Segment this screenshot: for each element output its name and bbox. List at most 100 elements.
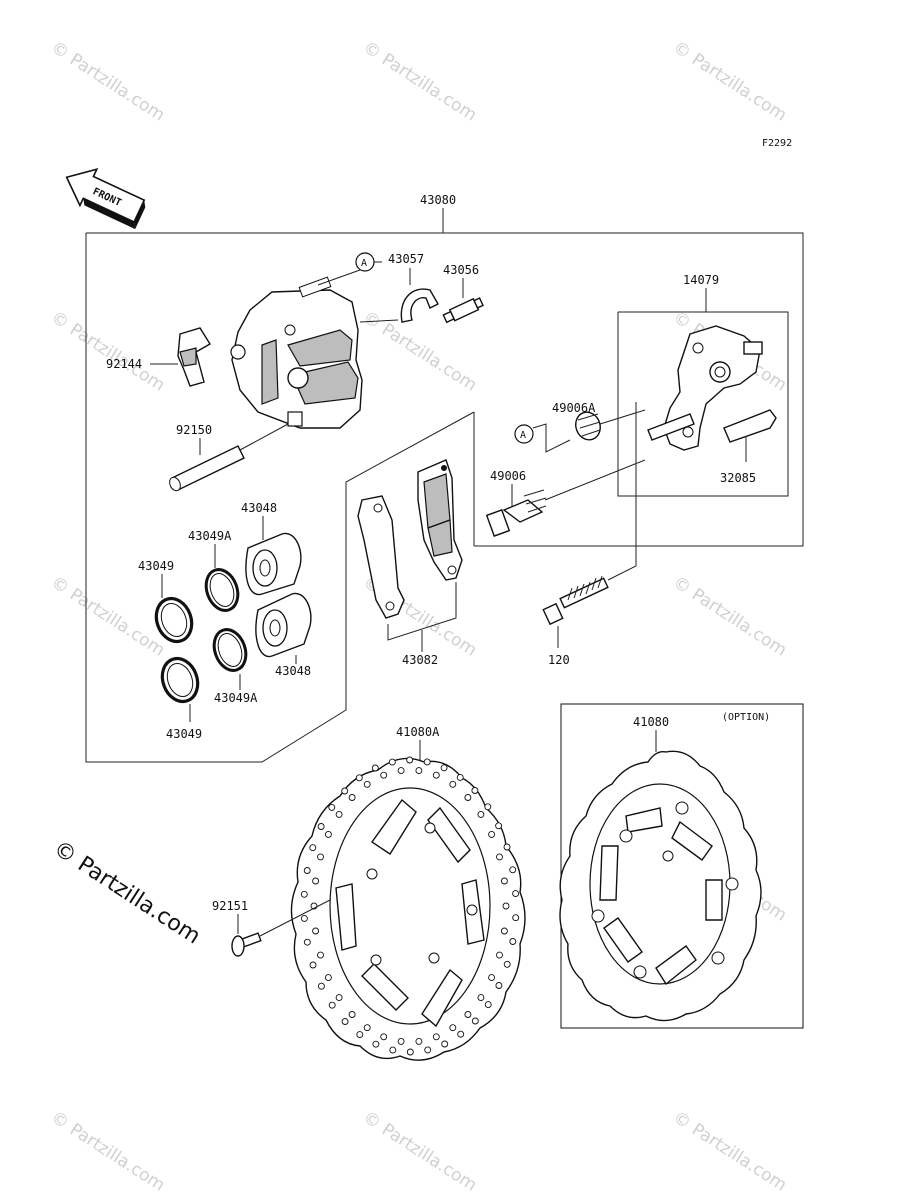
watermark: © Partzilla.com [47,37,168,125]
drill-hole [512,914,520,922]
drill-hole [303,867,311,874]
drill-hole [502,902,510,910]
drill-hole [440,764,448,772]
callout-43049-bottom: 43049 [166,727,202,741]
drill-hole [388,758,396,766]
watermark: © Partzilla.com [669,1107,790,1195]
disc-drill-holes [300,756,520,1056]
caliper-assembly-frame: 43080 [85,193,804,763]
pin-92150 [169,423,289,492]
drill-hole [324,974,332,982]
drill-hole [477,994,485,1002]
drill-hole [380,771,388,779]
drill-hole [363,1024,371,1032]
callout-14079: 14079 [683,273,719,287]
option-label: (OPTION) [722,712,770,723]
drill-hole [432,771,440,779]
watermark: © Partzilla.com [669,572,790,660]
brake-disc-41080a [290,757,526,1061]
pad-spring-92144 [177,327,211,387]
diagram-code: F2292 [762,138,792,149]
callout-49006a: 49006A [552,401,596,415]
watermark: © Partzilla.com [669,37,790,125]
callout-41080: 41080 [633,715,669,729]
drill-hole [335,994,343,1002]
drill-hole [500,927,508,935]
callout-43049a-bottom: 43049A [214,691,258,705]
drill-hole [341,1018,349,1025]
drill-hole [449,1024,457,1032]
callout-43056: 43056 [443,263,479,277]
callout-32085: 32085 [720,471,756,485]
drill-hole [312,877,320,885]
drill-hole [488,830,496,838]
drill-hole [363,780,371,788]
drill-hole [464,1011,472,1018]
callout-43048-top: 43048 [241,501,277,515]
watermark: © Partzilla.com [47,1107,168,1195]
drill-hole [471,1017,479,1025]
callout-43048-bottom: 43048 [275,664,311,678]
drill-hole [496,951,503,959]
piston-43048-bottom [255,592,312,658]
drill-hole [484,1001,492,1009]
drill-hole [328,803,336,811]
drill-hole [464,794,472,801]
drill-hole [317,951,324,959]
bolt-120 [542,402,637,648]
drill-hole [471,787,479,794]
callout-43049-top: 43049 [138,559,174,573]
drill-hole [397,1037,405,1045]
callout-92151: 92151 [212,899,248,913]
drill-hole [335,810,343,818]
boot-49006 [485,459,646,537]
drill-hole [300,890,308,898]
screw-92151 [231,899,331,957]
seal-43049a-top [204,568,240,612]
drill-hole [348,1011,356,1018]
drill-hole [441,1040,449,1048]
brake-pad-set-43082 [357,459,463,652]
drill-hole [495,822,503,830]
drill-hole [317,853,324,861]
watermark: © Partzilla.com [47,307,168,395]
boot-49006a [575,409,646,441]
drill-hole [348,794,356,801]
option-frame: (OPTION) 41080 [560,703,804,1029]
drill-hole [380,1033,388,1041]
drill-hole [303,938,311,946]
drill-hole [312,927,320,935]
reference-a-marker: A [514,423,571,453]
drill-hole [317,982,325,990]
drill-hole [309,844,317,852]
clip-43057 [359,288,439,323]
seal-43049-top [154,596,194,644]
piston-43048-top [245,532,302,596]
drill-hole [341,787,349,795]
drill-hole [484,803,492,811]
drill-hole [423,758,431,766]
callout-49006: 49006 [490,469,526,483]
reference-a-marker: A [355,252,382,272]
callout-92144: 92144 [106,357,142,371]
callout-43057: 43057 [388,252,424,266]
drill-hole [503,960,511,968]
callout-43082: 43082 [402,653,438,667]
drill-hole [449,780,457,788]
drill-hole [317,823,325,830]
drill-hole [371,764,379,772]
drill-hole [457,1030,465,1038]
watermark-large: © Partzilla.com [49,836,205,949]
caliper-body [230,269,363,429]
seal-43049a-bottom [212,628,248,672]
watermark: © Partzilla.com [359,1107,480,1195]
drill-hole [509,866,517,874]
watermark: © Partzilla.com [47,572,168,660]
drill-hole [356,1031,364,1039]
callout-92150: 92150 [176,423,212,437]
drill-hole [309,961,317,969]
callout-43080: 43080 [420,193,456,207]
drill-hole [432,1033,440,1041]
drill-hole [509,938,517,945]
